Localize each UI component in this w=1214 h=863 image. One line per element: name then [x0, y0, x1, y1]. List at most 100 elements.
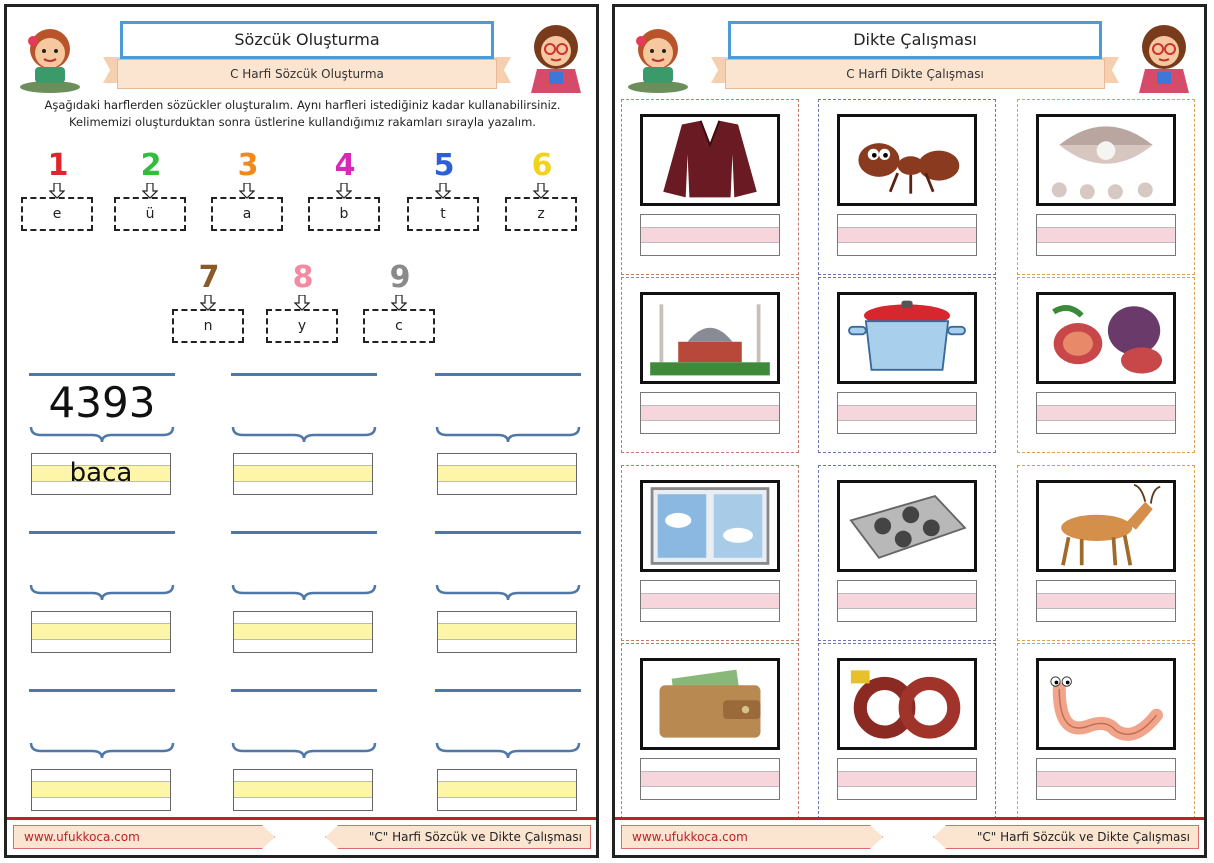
- digit-5: 5: [433, 148, 455, 183]
- footer-divider: [615, 817, 1204, 820]
- word-cell-example: 4393 baca: [29, 373, 175, 503]
- word-answer-box[interactable]: [437, 769, 577, 811]
- incir-image: [1036, 292, 1176, 384]
- ribbon-tail-left: [103, 57, 121, 83]
- digit-1: 1: [47, 148, 69, 183]
- page-title: Dikte Çalışması: [728, 21, 1102, 59]
- brace-icon: [435, 742, 581, 759]
- footer-website-link[interactable]: www.ufukkoca.com: [13, 825, 275, 849]
- word-cell: [231, 531, 377, 661]
- arrow-down-icon: [294, 295, 310, 311]
- letter-box-1: e: [21, 197, 93, 231]
- letter-box-5: t: [407, 197, 479, 231]
- dictation-cell-5: [818, 277, 996, 453]
- girl-reading-illustration: [20, 29, 80, 93]
- brace-icon: [231, 742, 377, 759]
- arrow-down-icon: [435, 183, 451, 199]
- footer-divider: [7, 817, 596, 820]
- digit-4: 4: [334, 148, 356, 183]
- tencere-image: [837, 292, 977, 384]
- write-answer-box[interactable]: [1036, 580, 1176, 622]
- write-answer-box[interactable]: [1036, 392, 1176, 434]
- digit-writing-line[interactable]: [29, 531, 175, 534]
- letter-card-3: 3 a: [211, 148, 283, 231]
- arrow-down-icon: [49, 183, 65, 199]
- write-answer-box[interactable]: [837, 580, 977, 622]
- ocak-image: [837, 480, 977, 572]
- cuzdan-image: [640, 658, 780, 750]
- digit-writing-line[interactable]: [435, 373, 581, 376]
- word-answer-box[interactable]: baca: [31, 453, 171, 495]
- dictation-cell-10: [621, 643, 799, 819]
- word-answer-box[interactable]: [31, 611, 171, 653]
- digit-writing-line[interactable]: [231, 689, 377, 692]
- example-digits: 4393: [48, 378, 156, 427]
- letter-box-2: ü: [114, 197, 186, 231]
- digit-writing-line: [29, 373, 175, 376]
- footer-caption: "C" Harfi Sözcük ve Dikte Çalışması: [933, 825, 1199, 849]
- pencere-image: [640, 480, 780, 572]
- dictation-cell-6: [1017, 277, 1195, 453]
- letter-card-1: 1 e: [21, 148, 93, 231]
- page-title: Sözcük Oluşturma: [120, 21, 494, 59]
- karinca-image: [837, 114, 977, 206]
- word-cell: [435, 373, 581, 503]
- digit-writing-line[interactable]: [435, 531, 581, 534]
- write-answer-box[interactable]: [837, 392, 977, 434]
- write-answer-box[interactable]: [1036, 214, 1176, 256]
- write-answer-box[interactable]: [837, 214, 977, 256]
- word-cell: [29, 531, 175, 661]
- digit-writing-line[interactable]: [29, 689, 175, 692]
- ceylan-image: [1036, 480, 1176, 572]
- word-cell: [435, 531, 581, 661]
- digit-writing-line[interactable]: [435, 689, 581, 692]
- write-answer-box[interactable]: [640, 580, 780, 622]
- digit-7: 7: [198, 260, 220, 295]
- word-answer-box[interactable]: [233, 769, 373, 811]
- arrow-down-icon: [200, 295, 216, 311]
- letter-box-4: b: [308, 197, 380, 231]
- dictation-cell-4: [621, 277, 799, 453]
- brace-icon: [231, 584, 377, 601]
- write-answer-box[interactable]: [640, 392, 780, 434]
- dictation-cell-8: [818, 465, 996, 641]
- footer-caption: "C" Harfi Sözcük ve Dikte Çalışması: [325, 825, 591, 849]
- word-answer-box[interactable]: [437, 611, 577, 653]
- example-word: baca: [69, 458, 133, 488]
- letter-box-6: z: [505, 197, 577, 231]
- digit-3: 3: [237, 148, 259, 183]
- footer-website-link[interactable]: www.ufukkoca.com: [621, 825, 883, 849]
- digit-writing-line[interactable]: [231, 531, 377, 534]
- word-answer-box[interactable]: [31, 769, 171, 811]
- sucuk-image: [837, 658, 977, 750]
- word-cell: [231, 689, 377, 819]
- page-subtitle: C Harfi Sözcük Oluşturma: [117, 59, 497, 89]
- write-answer-box[interactable]: [640, 214, 780, 256]
- write-answer-box[interactable]: [1036, 758, 1176, 800]
- letter-box-7: n: [172, 309, 244, 343]
- letter-box-8: y: [266, 309, 338, 343]
- word-answer-box[interactable]: [233, 611, 373, 653]
- letter-card-6: 6 z: [505, 149, 577, 231]
- digit-writing-line[interactable]: [231, 373, 377, 376]
- ribbon-tail-right: [1101, 57, 1119, 83]
- word-answer-box[interactable]: [233, 453, 373, 495]
- instruction-line-1: Aşağıdaki harflerden sözückler oluştural…: [44, 98, 561, 112]
- digit-8: 8: [292, 260, 314, 295]
- word-answer-box[interactable]: [437, 453, 577, 495]
- write-answer-box[interactable]: [837, 758, 977, 800]
- ribbon-tail-right: [493, 57, 511, 83]
- dictation-cell-11: [818, 643, 996, 819]
- word-cell: [29, 689, 175, 819]
- brace-icon: [231, 426, 377, 443]
- digit-2: 2: [140, 148, 162, 183]
- dictation-cell-3: [1017, 99, 1195, 275]
- arrow-down-icon: [391, 295, 407, 311]
- dictation-cell-7: [621, 465, 799, 641]
- letter-card-4: 4 b: [308, 148, 380, 231]
- dictation-cell-2: [818, 99, 996, 275]
- ceket-image: [640, 114, 780, 206]
- write-answer-box[interactable]: [640, 758, 780, 800]
- digit-9: 9: [389, 260, 411, 295]
- girl-reading-illustration: [628, 29, 688, 93]
